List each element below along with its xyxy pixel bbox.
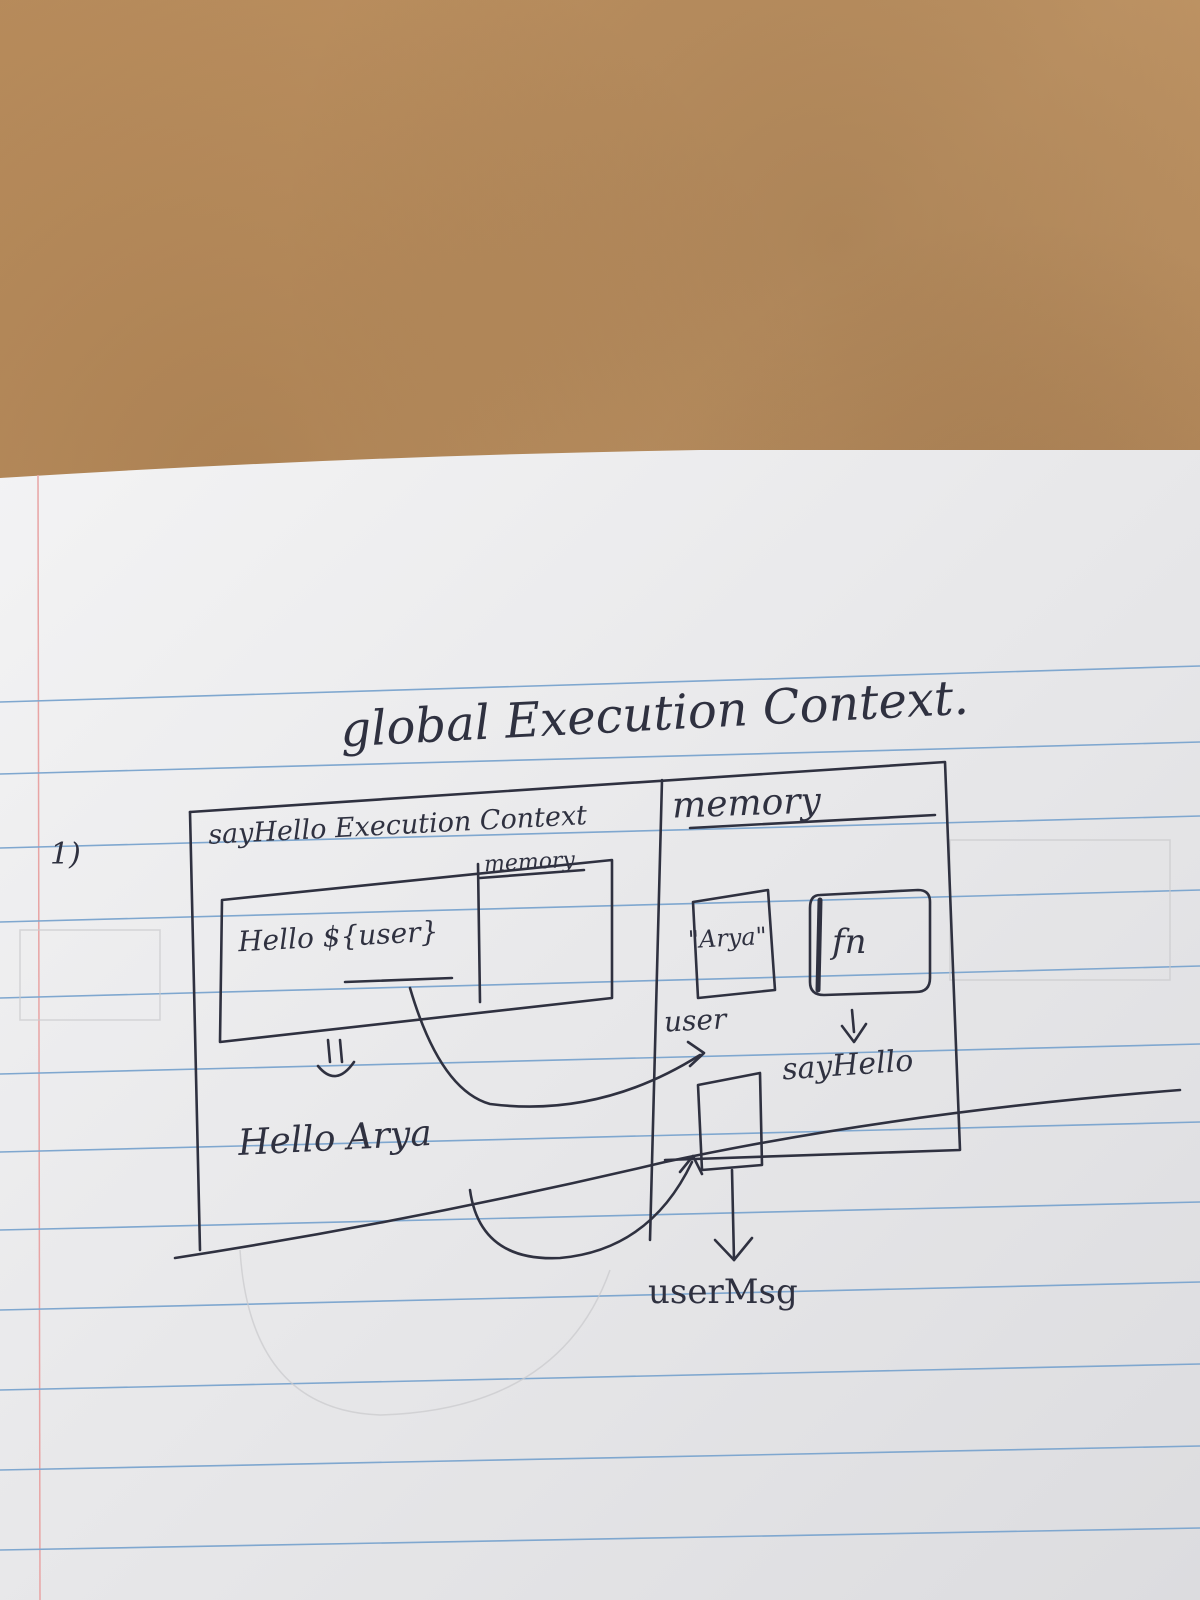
page-number: 1) bbox=[50, 837, 81, 872]
string-memory-box bbox=[691, 888, 777, 1000]
arrow-output bbox=[468, 1160, 694, 1260]
fn-value: fn bbox=[832, 922, 867, 962]
arrow-user bbox=[408, 986, 702, 1108]
global-memory-label: memory bbox=[671, 780, 822, 827]
notebook-sheet bbox=[0, 450, 1200, 1600]
global-context-box bbox=[188, 760, 962, 1162]
notebook-page: 1) global Execution Context. sayHello Ex… bbox=[0, 450, 1200, 1600]
paper-sheet bbox=[0, 450, 1200, 1600]
fn-memory-box bbox=[808, 888, 932, 997]
string-value: "Arya" bbox=[687, 921, 768, 955]
string-var-name: user bbox=[663, 1002, 728, 1039]
function-context-box bbox=[218, 858, 614, 1044]
divider-line bbox=[648, 778, 664, 1242]
global-bottom-line bbox=[173, 1088, 1182, 1260]
function-memory-label: memory bbox=[483, 847, 576, 878]
result-var-name: userMsg bbox=[648, 1272, 798, 1312]
result-memory-box bbox=[696, 1071, 764, 1172]
diagram-strokes bbox=[173, 760, 1182, 1262]
margin-line bbox=[37, 474, 41, 1600]
